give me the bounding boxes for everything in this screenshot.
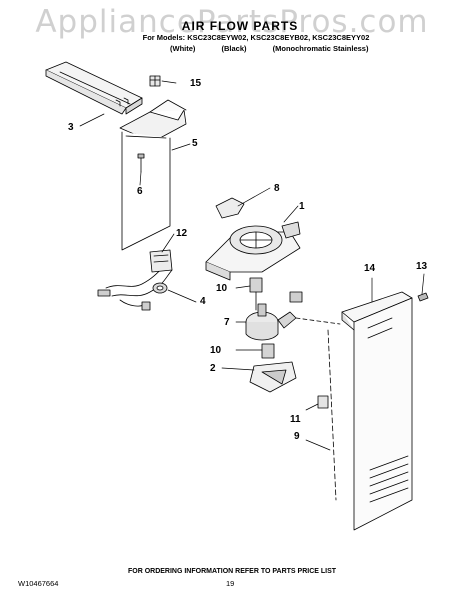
ordering-note: FOR ORDERING INFORMATION REFER TO PARTS …	[127, 568, 337, 575]
page-number: 19	[226, 579, 235, 588]
part-2-fan-blade	[249, 361, 297, 393]
part-10-connector-lower	[261, 343, 275, 359]
callout-2: 2	[210, 363, 216, 374]
variant-black: (Black)	[221, 44, 247, 53]
part-11-clip	[317, 395, 329, 409]
callout-15: 15	[190, 78, 202, 89]
document-number: W10467664	[18, 579, 59, 588]
part-13-screw	[417, 292, 429, 302]
part-3-tray	[45, 61, 143, 115]
callout-3: 3	[68, 122, 74, 133]
callout-8: 8	[274, 183, 280, 194]
page-title: AIR FLOW PARTS	[181, 19, 299, 33]
leader-lines	[79, 80, 425, 451]
callout-6: 6	[137, 186, 143, 197]
variant-stainless: (Monochromatic Stainless)	[272, 44, 369, 53]
model-list: For Models: KSC23C8EYW02, KSC23C8EYB02, …	[142, 33, 370, 42]
callout-9: 9	[294, 431, 300, 442]
callout-10-lower: 10	[210, 345, 222, 356]
part-4-grommet	[152, 282, 168, 294]
callout-4: 4	[200, 296, 206, 307]
callout-13: 13	[416, 261, 428, 272]
callout-14: 14	[364, 263, 376, 274]
part-15-clip	[149, 75, 161, 87]
variant-white: (White)	[170, 44, 196, 53]
part-1-fan-housing	[205, 221, 301, 281]
color-variants: (White) (Black) (Monochromatic Stainless…	[170, 44, 420, 53]
callout-12: 12	[176, 228, 188, 239]
part-14-cover-panel	[295, 291, 413, 531]
callout-11: 11	[290, 414, 301, 425]
part-5-duct	[119, 99, 187, 251]
callout-1: 1	[299, 201, 305, 212]
callout-10-upper: 10	[216, 283, 228, 294]
callout-5: 5	[192, 138, 198, 149]
part-9-gasket	[327, 329, 337, 501]
part-6-screw	[137, 153, 145, 173]
part-12-wire-harness	[97, 249, 173, 311]
part-7-motor	[245, 291, 303, 341]
part-10-connector-upper	[249, 277, 263, 311]
part-8-damper-tab	[215, 197, 245, 219]
callout-7: 7	[224, 317, 230, 328]
